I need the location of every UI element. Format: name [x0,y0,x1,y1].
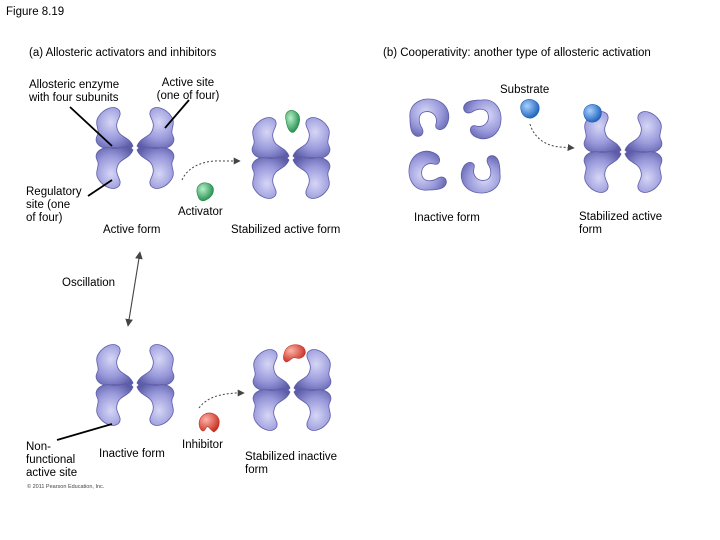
enzyme-label-line2: with four subunits [29,92,119,104]
inactive-form-label-b: Inactive form [414,212,480,224]
active-site-leader-line [164,99,190,129]
regulatory-site-line1: Regulatory [26,186,82,198]
regulatory-site-line3: of four) [26,212,63,224]
active-form-label: Active form [103,224,161,236]
active-site-label-line2: (one of four) [156,90,220,102]
regulatory-site-leader-line [87,179,113,197]
inactive-form-label-a: Inactive form [99,448,165,460]
enzyme-inactive-form-b [408,98,502,194]
substrate-label: Substrate [500,84,550,96]
bound-activator [285,110,300,133]
stabilized-inactive-line2: form [245,464,268,476]
oscillation-label: Oscillation [62,277,116,289]
enzyme-stabilized-inactive [253,344,331,431]
bound-substrate [583,104,602,123]
panel-b-title: (b) Cooperativity: another type of allos… [383,47,651,59]
enzyme-leader-line [69,106,113,147]
nonfunctional-line2: functional [26,454,76,466]
figure-label: Figure 8.19 [6,6,65,18]
activator-label: Activator [178,206,223,218]
activator-molecule [196,182,214,202]
inhibitor-molecule [198,412,220,433]
panel-a-title: (a) Allosteric activators and inhibitors [29,47,217,59]
enzyme-inactive-form [96,345,174,426]
substrate-molecule [520,99,540,119]
stabilized-active-b-line2: form [579,224,602,236]
active-site-label-line1: Active site [161,77,215,89]
substrate-arrow [529,123,575,152]
enzyme-stabilized-active-b [583,104,662,192]
enzyme-stabilized-active [252,110,330,198]
stabilized-active-b-line1: Stabilized active [579,211,663,223]
activation-arrow [181,157,241,181]
nonfunctional-leader-line [56,423,113,441]
oscillation-arrow [125,251,143,327]
bound-inhibitor [283,344,306,363]
enzyme-active-form [96,108,174,189]
inhibitor-label: Inhibitor [182,439,223,451]
stabilized-active-label: Stabilized active form [231,224,341,236]
enzyme-label-line1: Allosteric enzyme [29,79,120,91]
regulatory-site-line2: site (one [26,199,71,211]
nonfunctional-line1: Non- [26,441,51,453]
stabilized-inactive-line1: Stabilized inactive [245,451,338,463]
copyright-notice: © 2011 Pearson Education, Inc. [27,484,105,490]
nonfunctional-line3: active site [26,467,78,479]
inhibition-arrow [198,389,245,409]
